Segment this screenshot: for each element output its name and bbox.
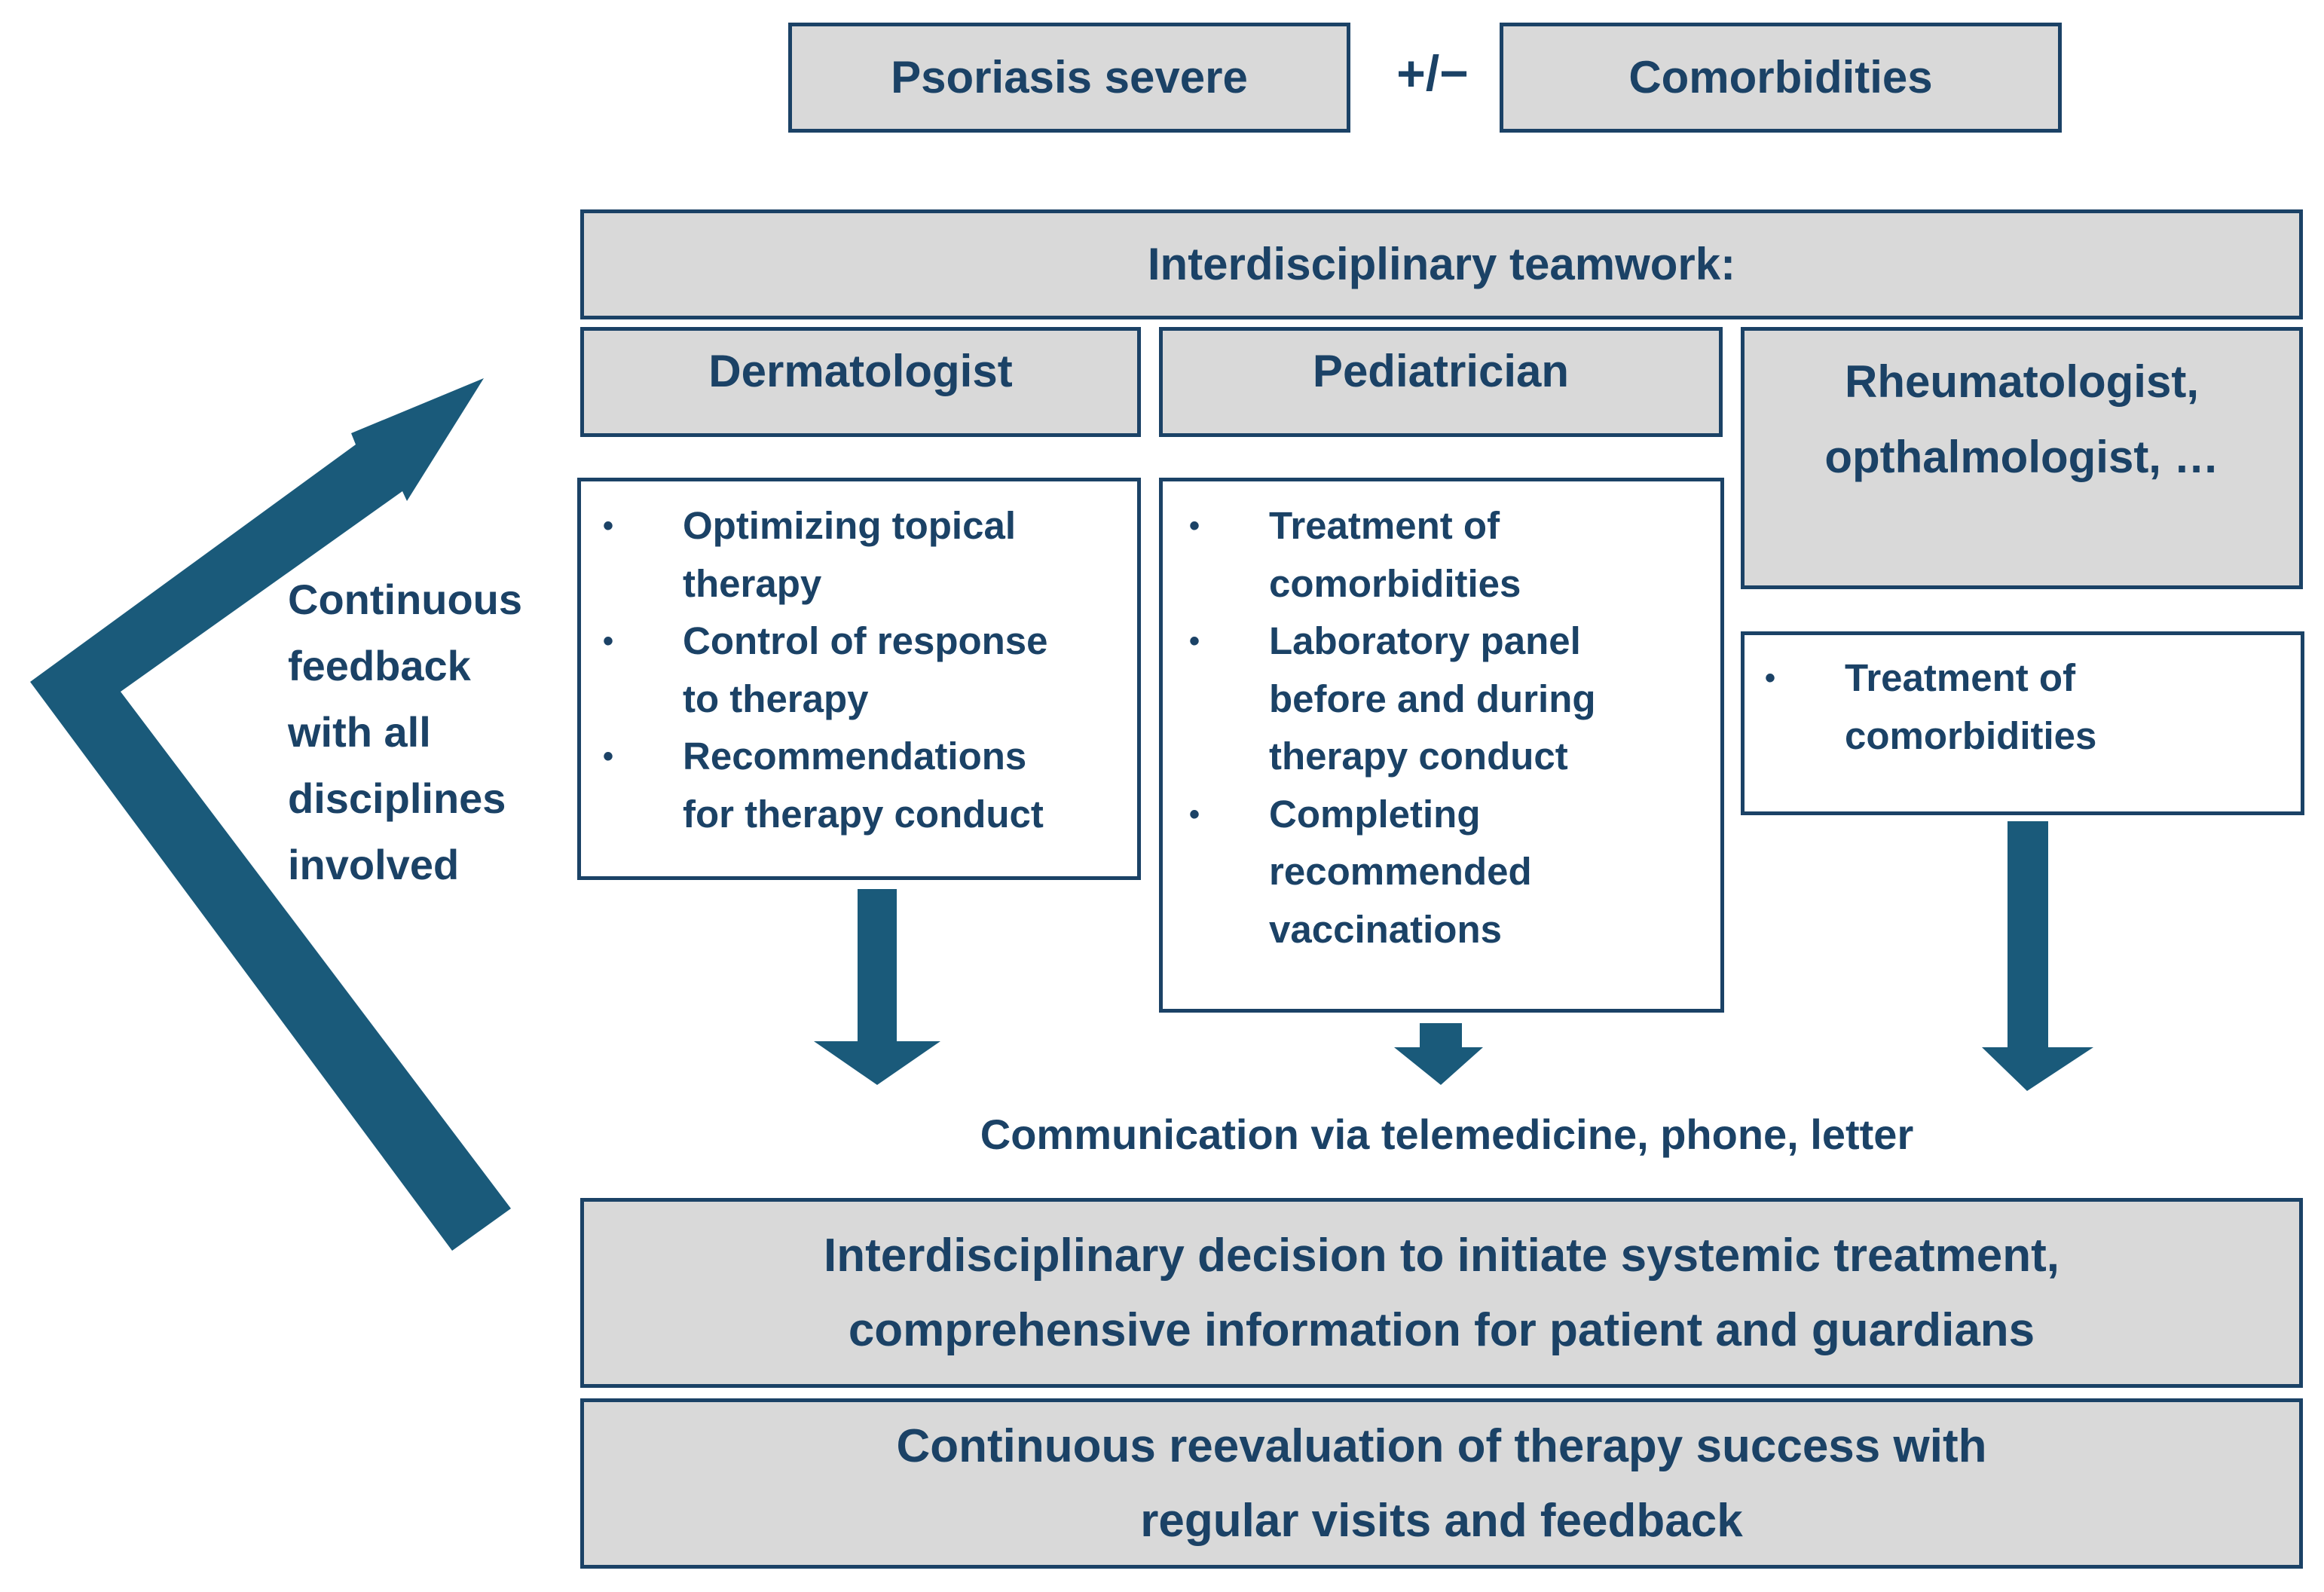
list-item: Laboratory panel before and during thera… xyxy=(1170,613,1720,786)
reevaluation-box: Continuous reevaluation of therapy succe… xyxy=(580,1398,2303,1569)
psoriasis-severe-box: Psoriasis severe xyxy=(788,23,1350,133)
down-arrow-rheumatologist xyxy=(1982,821,2093,1091)
down-arrow-pediatrician xyxy=(1394,1023,1483,1085)
rheumatologist-task-list: Treatment of comorbidities xyxy=(1745,649,2295,765)
teamwork-header-label: Interdisciplinary teamwork: xyxy=(1147,239,1736,289)
dermatologist-title-box: Dermatologist xyxy=(580,327,1141,437)
list-item: Optimizing topical therapy xyxy=(583,497,1133,613)
comorbidities-box: Comorbidities xyxy=(1500,23,2062,133)
list-item: Recommendations for therapy conduct xyxy=(583,728,1133,843)
rheumatologist-title: Rheumatologist, opthalmologist, … xyxy=(1824,356,2219,482)
decision-text: Interdisciplinary decision to initiate s… xyxy=(823,1229,2060,1356)
feedback-chevron-arrow xyxy=(30,378,511,1251)
comorbidities-label: Comorbidities xyxy=(1628,52,1933,102)
list-item: Control of response to therapy xyxy=(583,613,1133,728)
list-item: Treatment of comorbidities xyxy=(1745,649,2295,765)
pediatrician-task-list: Treatment of comorbidities Laboratory pa… xyxy=(1170,497,1720,958)
reevaluation-text: Continuous reevaluation of therapy succe… xyxy=(896,1419,1987,1547)
dermatologist-title: Dermatologist xyxy=(708,346,1013,396)
down-arrow-dermatologist xyxy=(814,889,940,1085)
teamwork-header-box: Interdisciplinary teamwork: xyxy=(580,209,2303,319)
list-item: Completing recommended vaccinations xyxy=(1170,786,1720,959)
pediatrician-title-box: Pediatrician xyxy=(1159,327,1723,437)
plus-minus-connector: +/− xyxy=(1396,45,1469,101)
communication-label: Communication via telemedicine, phone, l… xyxy=(980,1111,1914,1158)
rheumatologist-title-box: Rheumatologist, opthalmologist, … xyxy=(1741,327,2303,589)
decision-box: Interdisciplinary decision to initiate s… xyxy=(580,1198,2303,1388)
pediatrician-title: Pediatrician xyxy=(1312,346,1570,396)
psoriasis-severe-label: Psoriasis severe xyxy=(891,52,1248,102)
feedback-text: Continuous feedback with all disciplines… xyxy=(288,576,523,888)
dermatologist-task-list: Optimizing topical therapy Control of re… xyxy=(583,497,1133,843)
list-item: Treatment of comorbidities xyxy=(1170,497,1720,613)
